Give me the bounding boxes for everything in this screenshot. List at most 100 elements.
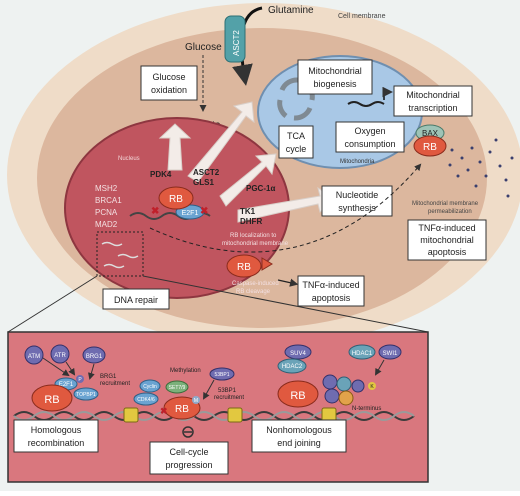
rb-localization-line1: RB localization to [230,233,277,239]
nhej-line2: end joining [277,438,321,448]
pgc1a-label: PGC-1α [246,184,275,193]
zoom-line-left [7,275,98,333]
homologous-line2: recombination [28,438,85,448]
rb-cleaved-label: RB [237,262,251,273]
cdk46-label: CDK4/6 [137,397,155,403]
brg1-protein [82,346,106,364]
tnf-apoptosis-line2: apoptosis [312,293,351,303]
tnf-mito-line2: mitochondrial [420,235,474,245]
tnf-apoptosis-box [297,275,365,307]
rb-mito-protein [413,135,447,157]
rb-cleaved-protein [226,254,262,278]
tca-cycle-box [278,125,314,159]
inset-dna-strand-2 [13,411,415,421]
53bp1-protein [209,367,235,381]
n-terminus-label: N-terminus [352,406,381,412]
rb-cc-label: RB [175,404,189,415]
swi1-arrow [375,359,385,376]
block-icon-left: ✖ [151,206,159,217]
glucose-oxidation-line1: Glucose [152,72,185,82]
nucleotide-synthesis-box [321,185,393,217]
tk1-label: TK1 [240,207,256,216]
53bp1-recruit-line2: recruitment [214,395,244,401]
caspase-line2: RB cleavage [236,289,271,295]
tnf-apoptosis-line1: TNFα-induced [302,280,359,290]
e2f1-label: E2F1 [182,210,199,217]
phospho-dot [76,375,84,383]
block-icon-cc: ✖ [160,406,168,416]
homologous-line1: Homologous [31,425,82,435]
53bp1-label: 53BP1 [214,372,229,378]
gls1-gene-label: GLS1 [193,178,214,187]
rb-nucleus-label: RB [169,194,183,205]
k-label: K [370,384,374,390]
rb-localization-line2: mitochondrial membrane [222,241,289,247]
atr-arrow [65,361,76,376]
atm-arrow [42,357,70,377]
dhfr-label: DHFR [240,217,262,226]
transcription-start-icon [382,86,393,100]
caspase-line1: Caspase-induced [232,281,279,287]
hdac2-protein [277,358,307,374]
histone-blocks [123,407,337,423]
dna-repair-label: DNA repair [114,295,158,305]
inhibit-icon [182,426,194,438]
rb-nucleus-protein [158,186,194,210]
rb-nhej-label: RB [290,390,305,402]
atr-protein [50,344,70,364]
tnf-mito-apoptosis-box [407,219,487,261]
gene-msh2: MSH2 [95,184,118,193]
ku-complex [322,374,365,406]
oxygen-line1: Oxygen [354,126,385,136]
swi1-label: SWI1 [383,351,398,357]
asct2-gene-label: ASCT2 [193,168,220,177]
suv4-label: SUV4 [290,351,306,357]
cyclin-label: Cyclin [143,384,157,390]
chromatin-icons [101,241,139,269]
methyl-dot [192,396,200,404]
dna-repair-zoom-box [96,231,144,277]
mito-biogenesis-line2: biogenesis [313,79,357,89]
glutamine-label: Glutamine [268,5,314,16]
oxygen-line2: consumption [344,139,395,149]
brg1-arrow [88,363,95,380]
asct2-label: ASCT2 [232,30,241,56]
cellcycle-box [149,441,229,475]
methylation-label: Methylation [170,368,201,374]
apoptosis-arrow [277,278,299,287]
cyclin-protein [139,379,161,393]
mito-perm-line2: permeabilization [428,209,472,215]
cellcycle-line1: Cell-cycle [169,447,208,457]
block-icon-right: ✖ [200,206,208,217]
oxygen-consumption-box [335,121,405,153]
mito-transcription-line2: transcription [408,103,457,113]
gene-mad2: MAD2 [95,220,118,229]
53bp1-arrow [203,379,215,400]
mito-biogenesis-line1: Mitochondrial [308,66,362,76]
glucose-label: Glucose [185,42,222,53]
53bp1-recruit-line1: 53BP1 [218,388,237,394]
suv4-protein [284,344,312,360]
phospho-label: P [78,377,82,383]
rb-nhej-protein [277,380,319,408]
rb-hr-label: RB [44,394,59,406]
pdk4-label: PDK4 [150,170,172,179]
mito-perm-line1: Mitochondrial membrane [412,201,479,207]
tnf-mito-line3: apoptosis [428,247,467,257]
repair-gene-list: MSH2 BRCA1 PCNA MAD2 [95,184,122,229]
glucose-oxidation-box [140,65,198,101]
mitochondria-label: Mitochondria [340,159,375,165]
nhej-box [251,419,347,453]
brg1-recruit-line2: recruitment [100,381,130,387]
swi1-protein [378,344,402,360]
set79-label: SET7/9 [169,385,186,391]
nhej-line1: Nonhomologous [266,425,332,435]
cdk46-protein [133,392,159,406]
mito-transcription-box [393,85,473,117]
rb-localization-arrow [149,163,422,253]
released-particles [448,138,514,198]
rb-hr-protein [31,384,73,412]
hdac1-label: HDAC1 [352,351,373,357]
cellcycle-line2: progression [165,460,212,470]
topbp1-protein [73,387,99,401]
